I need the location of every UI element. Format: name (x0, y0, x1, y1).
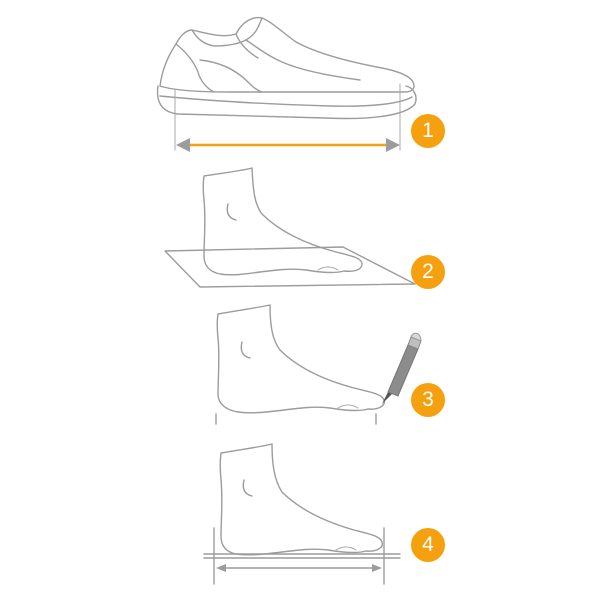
step-4-foot-illustration (219, 443, 383, 556)
step-3-foot-illustration (215, 304, 385, 425)
step-1-badge: 1 (411, 114, 445, 148)
step-2-paper-sheet (164, 246, 416, 288)
step-1-length-arrow (176, 138, 400, 152)
step-2-badge: 2 (411, 255, 445, 289)
step-4-badge: 4 (411, 528, 445, 562)
step-2-foot-illustration (202, 167, 363, 276)
step-1-shoe-illustration (156, 16, 417, 151)
step-3-pencil-icon (382, 332, 422, 404)
step-4-length-arrow (216, 564, 382, 572)
step-3-badge: 3 (411, 383, 445, 417)
step-4-measuring-lines (203, 527, 401, 585)
